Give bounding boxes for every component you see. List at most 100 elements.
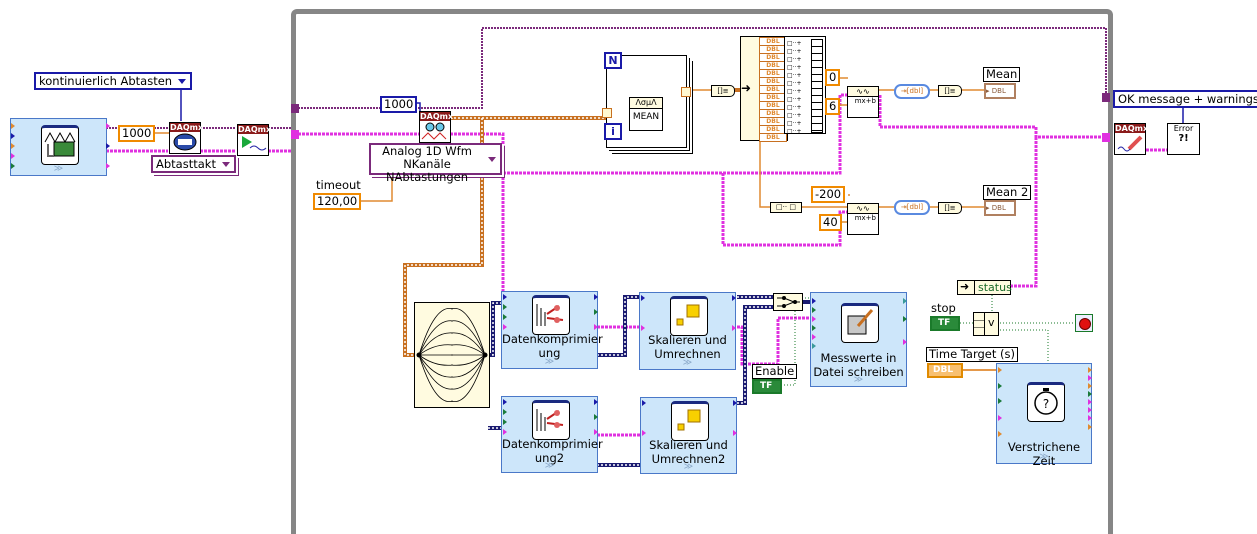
verstrichene-zeit-express-vi[interactable]: ? Verstrichene Zeit ≫ — [996, 363, 1092, 468]
vi-title-line1: Messwerte in — [820, 351, 897, 365]
sample-mode-ring[interactable]: kontinuierlich Abtasten — [34, 72, 193, 90]
expand-chevron-icon[interactable]: ≫ — [544, 461, 555, 471]
while-loop-frame[interactable] — [291, 9, 1113, 534]
loop-count-terminal[interactable]: N — [604, 52, 622, 69]
offset-value-2: -200 — [815, 187, 842, 201]
daqmx-header: DAQmx — [238, 125, 272, 134]
daqmx-start-task-vi[interactable]: DAQmx — [237, 124, 272, 156]
gain-value-1: 6 — [829, 99, 837, 113]
unbundle-status-node[interactable]: ➜ status — [957, 280, 1012, 295]
skalieren-und-umrechnen-express-vi[interactable]: Skalieren und Umrechnen ≫ — [639, 292, 736, 370]
offset-value-1: 0 — [829, 70, 837, 84]
build-array-input: □··+ — [787, 120, 802, 127]
error-label: Error — [1173, 124, 1194, 133]
timing-type-value: Abtasttakt — [156, 157, 216, 171]
build-array-input: □··+ — [787, 40, 802, 47]
stopwatch-icon: ? — [1027, 382, 1065, 422]
for-loop[interactable]: N i ΛσμΛ MEAN — [602, 52, 691, 148]
expand-chevron-icon[interactable]: ≫ — [1039, 452, 1049, 462]
samples-per-channel-constant[interactable]: 1000 — [380, 96, 418, 113]
timing-type-ring[interactable]: Abtasttakt — [151, 155, 236, 173]
scale-mxb-vi-2[interactable]: ∿∿ mx+b — [847, 203, 879, 235]
vi-title-line1: Datenkomprimier — [502, 332, 603, 346]
offset-constant-1[interactable]: 0 — [825, 69, 841, 86]
time-target-control[interactable]: DBL — [927, 363, 964, 378]
daqmx-header: DAQmx — [1115, 124, 1149, 133]
expand-chevron-icon[interactable]: ≫ — [544, 357, 555, 367]
split-signals-node[interactable] — [414, 302, 490, 408]
enable-boolean-control[interactable]: TF — [752, 379, 783, 394]
vi-title-line2: Umrechnen2 — [651, 452, 726, 466]
expand-chevron-icon[interactable]: ≫ — [53, 164, 64, 174]
build-array-input: □··+ — [787, 104, 802, 111]
scale-convert-icon — [671, 401, 709, 441]
error-message-type-ring[interactable]: OK message + warnings — [1113, 90, 1257, 108]
mean-vi[interactable]: ΛσμΛ MEAN — [629, 97, 663, 131]
build-array-input: □··+ — [787, 72, 802, 79]
vi-title-line1: Skalieren und — [649, 438, 728, 452]
offset-constant-2[interactable]: -200 — [811, 186, 846, 203]
rate-constant[interactable]: 1000 — [118, 125, 156, 142]
daqmx-clear-task-vi[interactable]: DAQmx — [1114, 123, 1149, 155]
build-array-small: □·· □ — [770, 202, 802, 213]
compress-data-icon — [532, 295, 570, 335]
timeout-value: 120,00 — [317, 194, 358, 208]
dropdown-arrow-icon — [221, 162, 230, 167]
merge-signals-node[interactable] — [773, 293, 803, 311]
clock-icon — [173, 133, 197, 151]
samples-value: 1000 — [384, 97, 414, 111]
array-convert-icon-1: []≡ — [938, 85, 962, 97]
daqmx-read-vi[interactable]: DAQmx — [419, 111, 454, 143]
error-tunnel-out — [1102, 133, 1110, 142]
build-array-input: □··+ — [787, 48, 802, 55]
mxb-icon: mx+b — [854, 214, 876, 222]
vi-title-line1: Skalieren und — [648, 333, 727, 347]
messwerte-in-datei-schreiben-express-vi[interactable]: Messwerte in Datei schreiben ≫ — [810, 292, 907, 387]
read-type-ring[interactable]: Analog 1D Wfm NKanäle NAbtastungen — [369, 143, 502, 184]
timeout-constant[interactable]: 120,00 — [313, 193, 362, 210]
stop-boolean-control[interactable]: TF — [930, 316, 961, 331]
stop-label: stop — [931, 301, 956, 315]
daqmx-timing-vi[interactable]: DAQmx — [169, 122, 204, 154]
compound-or-node[interactable]: v — [973, 312, 999, 336]
dropdown-arrow-icon — [178, 79, 187, 84]
error-message-type-value: OK message + warnings — [1118, 92, 1257, 106]
daqmx-header: DAQmx — [420, 112, 454, 121]
datenkomprimierung-express-vi[interactable]: Datenkomprimier ung ≫ — [501, 291, 603, 369]
statistics-icon: ΛσμΛ — [630, 98, 662, 109]
waveform-icon: ∿∿ — [848, 87, 878, 97]
build-array-node[interactable]: □··+□··+□··+□··+□··+□··+□··+□··+□··+□··+… — [784, 36, 826, 135]
vi-title-line1: Datenkomprimier — [502, 437, 603, 451]
expand-chevron-icon[interactable]: ≫ — [682, 358, 693, 368]
skalieren-und-umrechnen2-express-vi[interactable]: Skalieren und Umrechnen2 ≫ — [640, 397, 737, 474]
gain-constant-2[interactable]: 40 — [819, 214, 842, 231]
daq-assistant-express-vi[interactable]: ≫ — [10, 118, 110, 176]
svg-text:?: ? — [1043, 397, 1049, 411]
mean-indicator: ▸ DBL — [984, 83, 1016, 99]
timeout-label: timeout — [316, 178, 361, 192]
scale-mxb-vi-1[interactable]: ∿∿ mx+b — [847, 86, 879, 118]
error-symbol: ?! — [1178, 133, 1189, 144]
build-array-grid-icon — [811, 39, 823, 133]
mxb-icon: mx+b — [854, 97, 876, 105]
sample-mode-value: kontinuierlich Abtasten — [39, 74, 173, 88]
convert-dynamic-data-2[interactable]: ⇥[dbl] — [894, 200, 930, 215]
datenkomprimierung2-express-vi[interactable]: Datenkomprimier ung2 ≫ — [501, 396, 603, 473]
expand-chevron-icon[interactable]: ≫ — [853, 375, 864, 385]
loop-condition-stop-terminal[interactable] — [1075, 314, 1093, 332]
daqmx-header: DAQmx — [170, 123, 204, 132]
glasses-read-icon — [421, 122, 447, 140]
expand-chevron-icon[interactable]: ≫ — [683, 462, 694, 472]
status-label: status — [974, 281, 1012, 294]
simple-error-handler-vi[interactable]: Error ?! — [1167, 123, 1200, 155]
convert-dynamic-data-1[interactable]: ⇥[dbl] — [894, 84, 930, 99]
waveform-icon: ∿∿ — [848, 204, 878, 214]
mean2-indicator-label: Mean 2 — [983, 185, 1032, 200]
vi-title-line2: Umrechnen — [654, 347, 721, 361]
mean2-indicator-type: DBL — [991, 204, 1006, 212]
vi-title-line2: ung2 — [534, 451, 565, 465]
gain-constant-1[interactable]: 6 — [825, 98, 841, 115]
build-array-input: □··+ — [787, 96, 802, 103]
loop-iteration-terminal: i — [604, 123, 622, 140]
